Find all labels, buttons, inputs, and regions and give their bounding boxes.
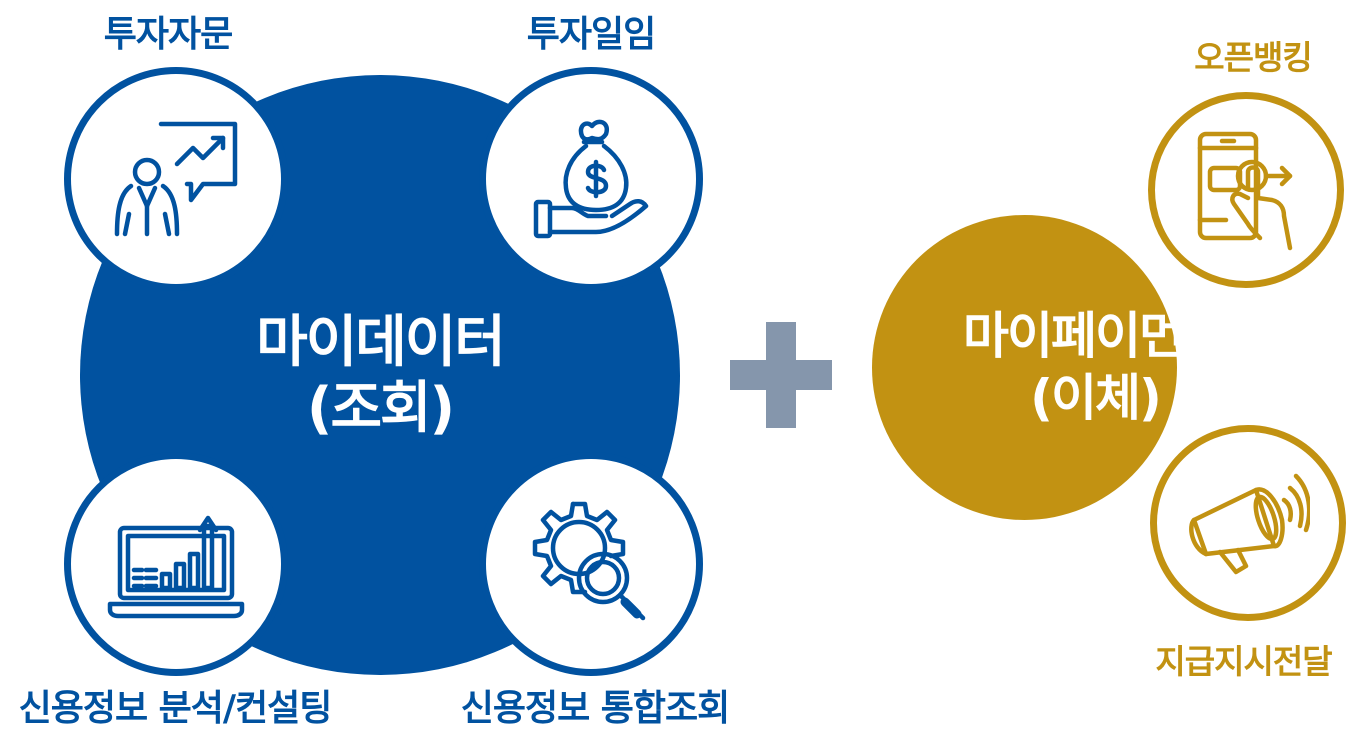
service-label-open-banking: 오픈뱅킹 [1194,38,1312,77]
service-circle-credit-analysis [64,452,288,676]
plus-symbol-text: + [730,322,731,323]
mydata-title-line1: 마이데이터 [256,310,506,375]
mypayment-title: 마이페이먼트 (이체) [905,305,1285,429]
service-circle-discretionary-investment [479,67,703,291]
money-bag-hand-icon [533,119,649,239]
service-label-discretionary-investment: 투자일임 [526,14,656,55]
mydata-title: 마이데이터 (조회) [200,310,560,442]
mypayment-title-line2: (이체) [1030,369,1162,427]
service-label-credit-inquiry: 신용정보 통합조회 [460,688,731,729]
laptop-chart-icon [107,515,245,619]
service-label-credit-analysis: 신용정보 분석/컨설팅 [18,688,333,729]
service-circle-payment-instruction [1150,425,1346,621]
plus-operator-icon: + [730,322,832,428]
service-circle-investment-advisory [64,67,288,291]
service-label-investment-advisory: 투자자문 [103,14,233,55]
presenter-chart-icon [114,121,238,237]
service-circle-open-banking [1148,92,1344,288]
mypayment-circle [872,215,1177,520]
megaphone-icon [1189,473,1310,575]
gear-magnifier-icon [532,501,646,621]
service-circle-credit-inquiry [479,452,703,676]
smartphone-tap-icon [1197,131,1293,251]
service-label-payment-instruction: 지급지시전달 [1155,642,1332,681]
mydata-title-line2: (조회) [306,376,455,441]
mypayment-title-line1: 마이페이먼트 [963,307,1229,365]
